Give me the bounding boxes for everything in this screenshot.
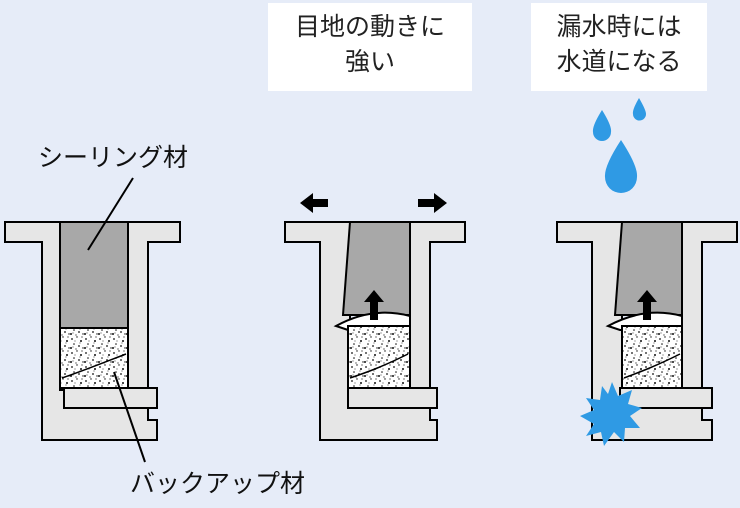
water-drop-icon [632,98,646,121]
arrow-up-icon [637,290,657,320]
channel-foot-middle [347,387,438,409]
figure-middle [284,193,466,441]
water-drop-icon [604,140,638,193]
backup-material-middle [347,325,411,389]
backup-material-right [621,325,683,389]
channel-foot-left [63,387,158,409]
caption-right: 漏水時には 水道になる [531,3,707,91]
backup-label: バックアップ材 [130,469,306,498]
channel-foot-right [619,387,713,409]
arrow-right-icon [418,193,447,213]
arrow-left-icon [300,193,328,213]
sealant-leader-line [87,177,134,251]
backup-material-left [59,327,129,389]
sealant-left [59,221,129,329]
water-drop-icon [592,110,612,141]
arrow-up-icon [364,290,384,320]
leak-burst-icon [580,382,642,446]
backup-leader-line [113,371,146,463]
foam-crack-right [623,353,681,379]
figure-left [4,221,181,441]
foam-crack-left [61,353,127,379]
sealant-label: シーリング材 [38,143,189,172]
caption-middle: 目地の動きに 強い [268,3,472,91]
foam-crack-middle [349,353,409,379]
figure-right [556,98,738,446]
